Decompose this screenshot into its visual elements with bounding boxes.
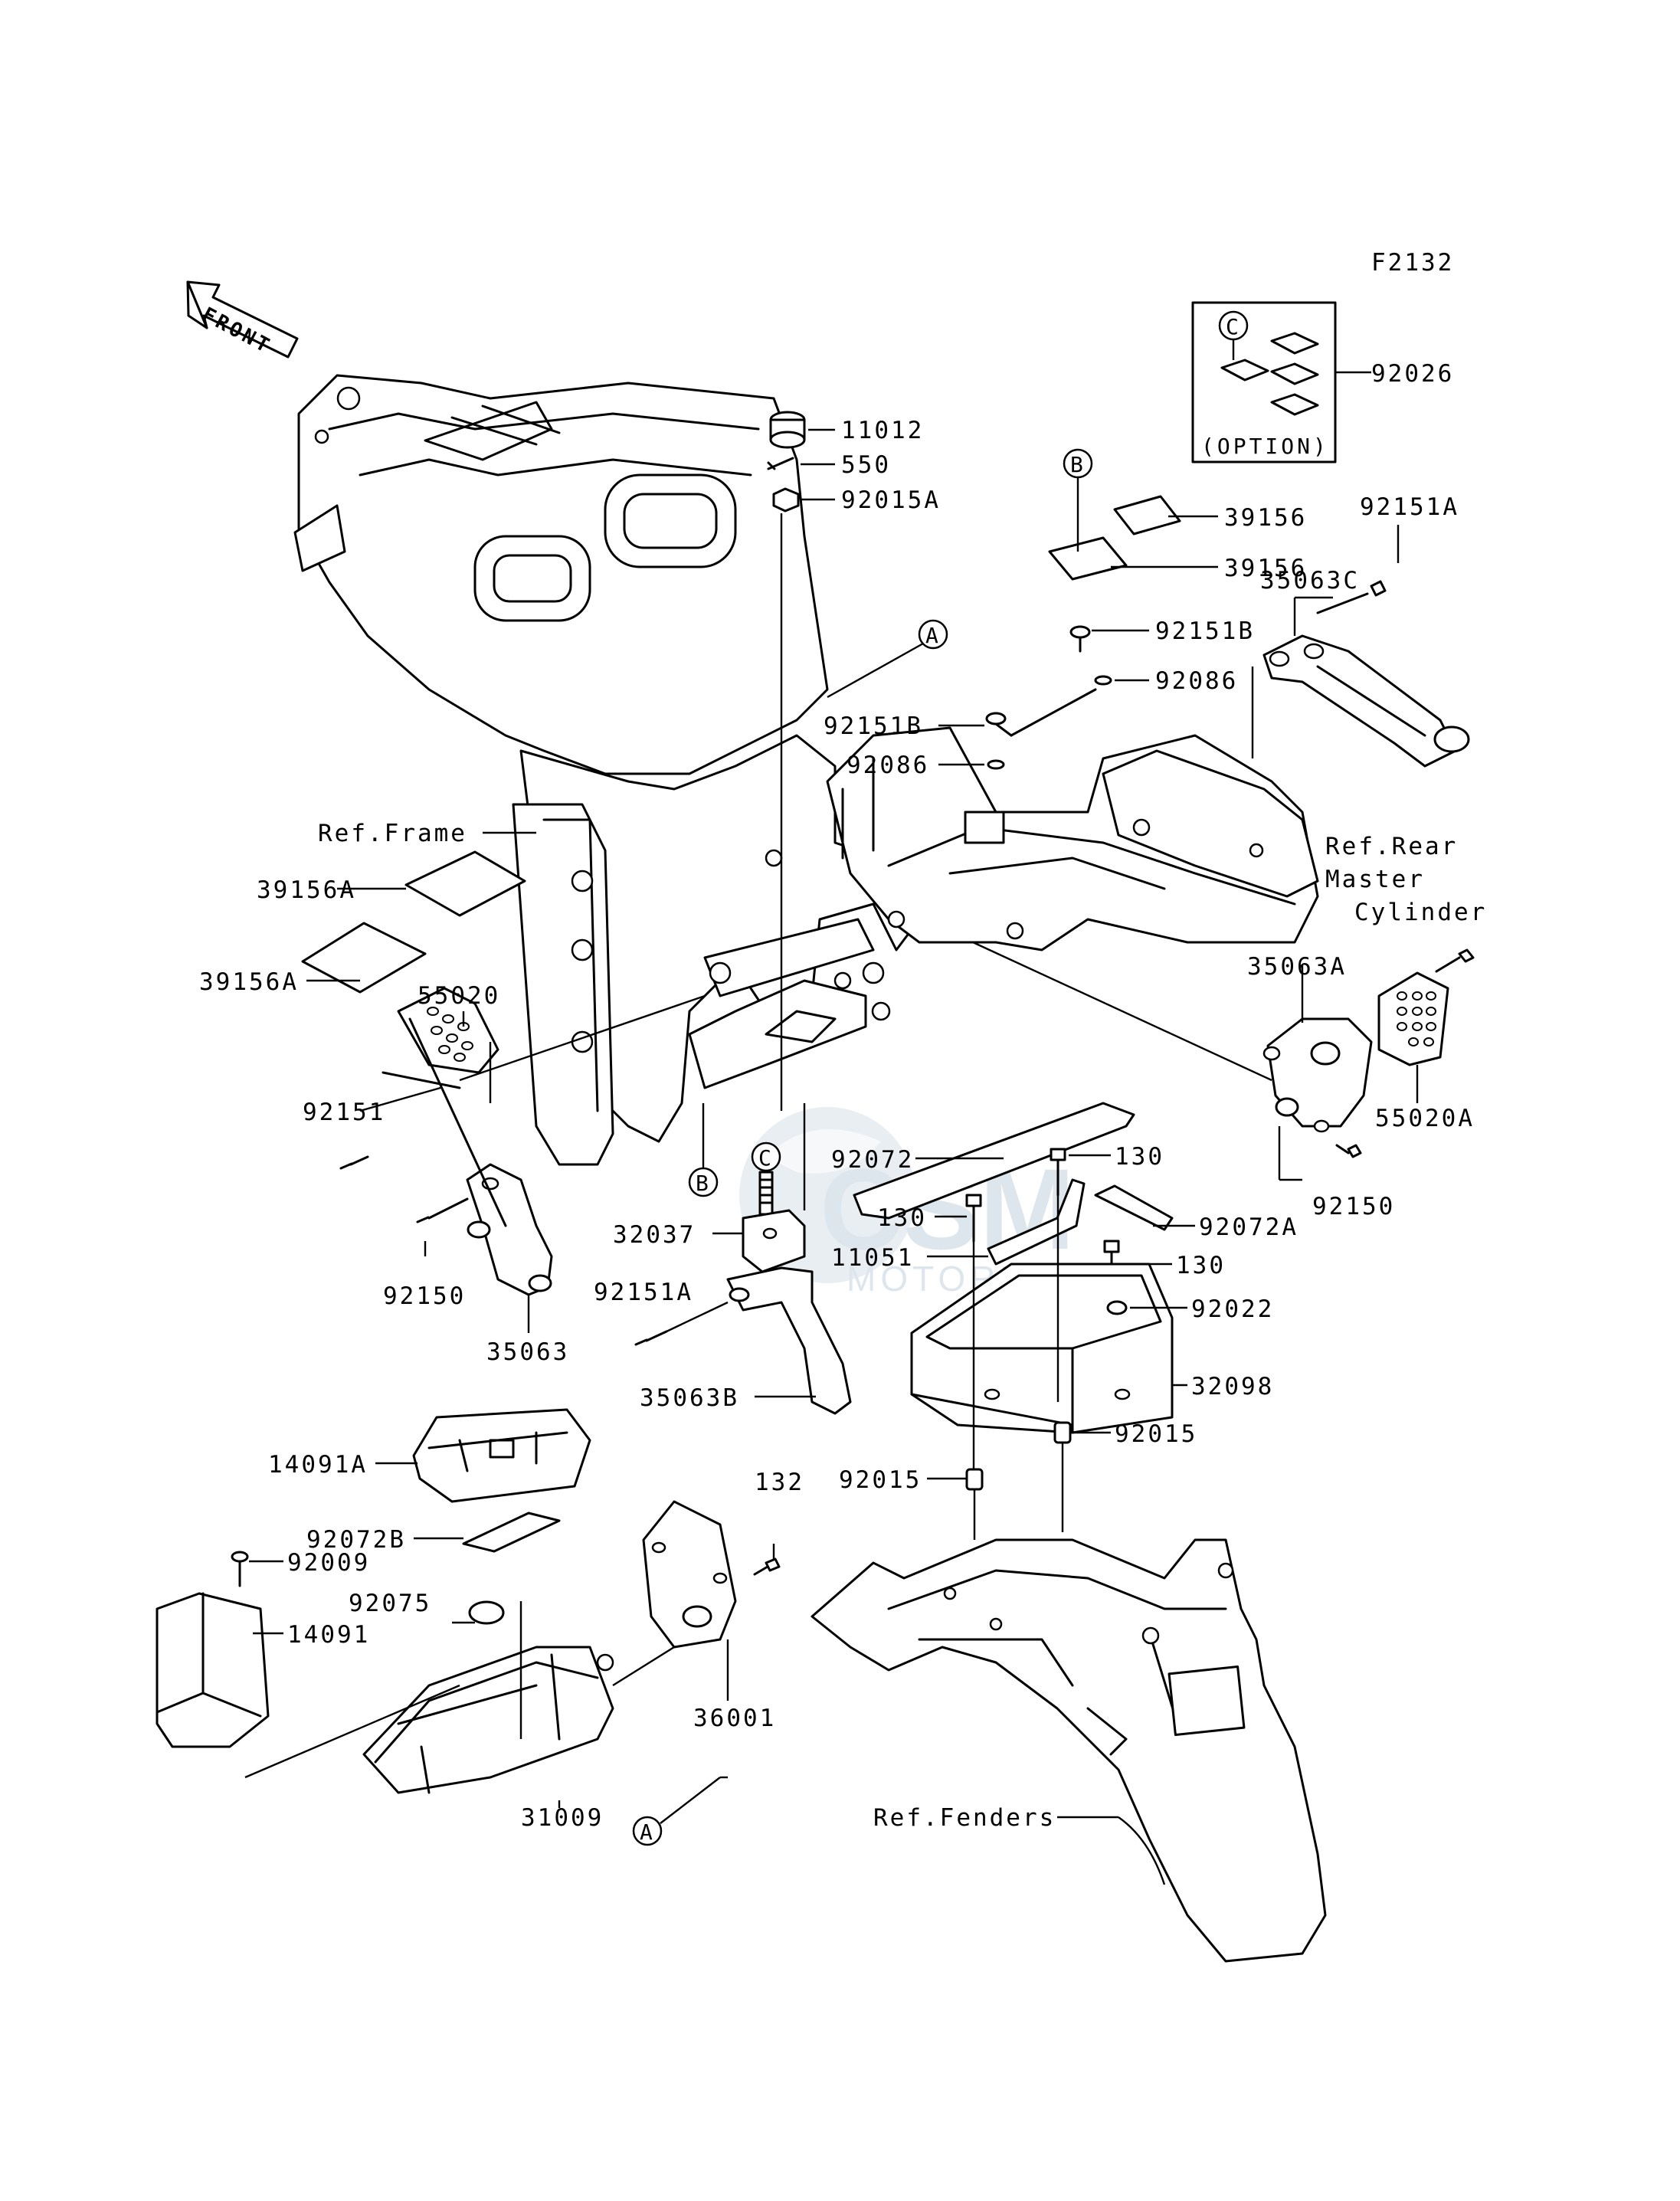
ref-fenders-label: Ref.Fenders bbox=[873, 1804, 1056, 1832]
part-label-31009: 31009 bbox=[521, 1804, 604, 1832]
part-label-35063a: 35063A bbox=[1247, 953, 1347, 981]
part-label-92026: 92026 bbox=[1371, 360, 1454, 388]
part-label-550: 550 bbox=[841, 451, 891, 479]
part-label-92150-left: 92150 bbox=[383, 1282, 466, 1310]
center-mount bbox=[634, 1103, 852, 1415]
option-shim-box: C (OPTION) bbox=[1191, 301, 1371, 463]
part-label-39156-a: 39156 bbox=[1224, 504, 1307, 532]
rear-fender bbox=[811, 1538, 1327, 1963]
part-label-130-top: 130 bbox=[1115, 1143, 1164, 1171]
collars-92015 bbox=[927, 1421, 1111, 1540]
ref-frame-label: Ref.Frame bbox=[318, 820, 467, 847]
upper-mount-parts bbox=[767, 411, 835, 1111]
part-label-35063: 35063 bbox=[486, 1338, 569, 1366]
ref-letter-b-center: B bbox=[696, 1171, 709, 1196]
part-label-36001: 36001 bbox=[693, 1705, 776, 1732]
right-footrest-bracket bbox=[972, 941, 1475, 1181]
pads-39156a bbox=[301, 850, 526, 994]
part-label-92086-upper: 92086 bbox=[1155, 667, 1238, 695]
part-label-92072a: 92072A bbox=[1199, 1213, 1298, 1241]
part-label-39156a-lower: 39156A bbox=[199, 968, 299, 996]
ref-rear-master-cylinder-line1: Ref.Rear bbox=[1325, 833, 1458, 860]
tray-31009 bbox=[244, 1600, 614, 1808]
part-label-35063b: 35063B bbox=[640, 1384, 739, 1412]
ref-letter-a-top: A bbox=[925, 623, 938, 648]
box-14091 bbox=[156, 1551, 283, 1748]
strap-92072b bbox=[414, 1512, 561, 1553]
option-label: (OPTION) bbox=[1201, 434, 1329, 459]
part-label-11051: 11051 bbox=[831, 1244, 914, 1272]
holder-36001 bbox=[612, 1500, 781, 1701]
bolts-92151b bbox=[938, 625, 1149, 770]
main-frame bbox=[293, 374, 1319, 1166]
part-label-92009: 92009 bbox=[287, 1549, 370, 1577]
ref-rear-master-cylinder-line2: Master bbox=[1325, 866, 1425, 893]
part-label-92072b: 92072B bbox=[306, 1526, 406, 1554]
part-label-92151a-center: 92151A bbox=[594, 1279, 693, 1306]
part-label-92075: 92075 bbox=[349, 1590, 431, 1617]
part-label-55020: 55020 bbox=[418, 982, 500, 1010]
battery-strap-92072 bbox=[853, 1102, 1135, 1220]
part-label-32037: 32037 bbox=[613, 1221, 696, 1249]
cover-14091a bbox=[375, 1408, 591, 1503]
part-label-130-middle: 130 bbox=[877, 1204, 927, 1232]
part-label-11012: 11012 bbox=[841, 417, 924, 444]
bracket-35063c bbox=[1251, 525, 1470, 768]
part-label-92022: 92022 bbox=[1191, 1295, 1274, 1323]
ref-letter-a-bottom: A bbox=[640, 1819, 653, 1845]
part-label-14091: 14091 bbox=[287, 1621, 370, 1649]
part-label-35063c: 35063C bbox=[1260, 567, 1360, 594]
part-label-92015a: 92015A bbox=[841, 486, 941, 514]
front-arrow-icon: FRONT bbox=[186, 280, 299, 359]
part-label-92086-lower: 92086 bbox=[847, 752, 929, 779]
part-label-92072: 92072 bbox=[831, 1146, 914, 1174]
part-label-130-lower: 130 bbox=[1176, 1252, 1226, 1279]
pad-39156: B bbox=[1048, 448, 1218, 581]
part-label-132: 132 bbox=[755, 1469, 804, 1496]
part-label-14091a: 14091A bbox=[268, 1451, 368, 1479]
part-label-55020a: 55020A bbox=[1375, 1105, 1475, 1132]
part-label-92151b-upper: 92151B bbox=[1155, 617, 1255, 645]
ref-letter-c-center: C bbox=[758, 1145, 771, 1171]
left-footrest-bracket bbox=[339, 987, 706, 1333]
ref-letter-c-option: C bbox=[1226, 314, 1239, 339]
part-label-92150-right: 92150 bbox=[1312, 1193, 1395, 1220]
strap-92072a bbox=[1094, 1184, 1195, 1231]
part-label-32098: 32098 bbox=[1191, 1373, 1274, 1400]
ref-rear-master-cylinder-line3: Cylinder bbox=[1354, 899, 1487, 926]
part-label-92151b-lower: 92151B bbox=[824, 712, 923, 740]
tray-32098 bbox=[910, 1195, 1187, 1471]
part-label-39156a-upper: 39156A bbox=[257, 876, 356, 904]
part-label-92151: 92151 bbox=[303, 1099, 385, 1126]
figure-code: F2132 bbox=[1371, 249, 1454, 277]
part-label-92015-left: 92015 bbox=[839, 1466, 922, 1494]
part-label-39156-b: 39156 bbox=[1224, 555, 1307, 582]
part-label-92151a-top: 92151A bbox=[1360, 493, 1459, 521]
part-label-92015-right: 92015 bbox=[1115, 1420, 1197, 1448]
ref-letter-b-top: B bbox=[1070, 452, 1083, 477]
